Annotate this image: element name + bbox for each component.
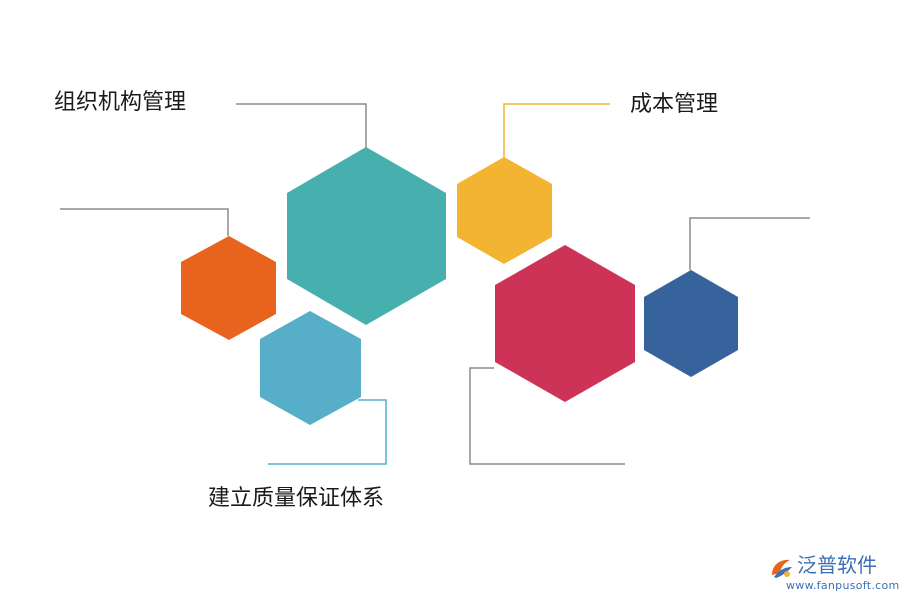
hexagon-light-blue [260,311,361,425]
fanpu-logo: 泛普软件 www.fanpusoft.com [766,552,899,596]
connector-cost [503,103,610,157]
connector-org [236,103,367,148]
connector-bottom-right [469,367,625,465]
hexagon-yellow [457,157,552,264]
hexagon-teal [287,147,446,325]
fanpu-logo-icon [772,559,792,578]
label-quality-system: 建立质量保证体系 [208,486,385,511]
hexagon-crimson [495,245,635,402]
logo-url: www.fanpusoft.com [786,579,900,592]
logo-name: 泛普软件 [797,553,877,577]
connector-left [60,208,229,236]
hexagon-navy [644,270,738,377]
connector-right [689,217,810,270]
label-org-management: 组织机构管理 [54,90,187,115]
label-cost-management: 成本管理 [630,92,719,117]
connector-quality [268,399,387,465]
hexagon-orange [181,236,276,340]
